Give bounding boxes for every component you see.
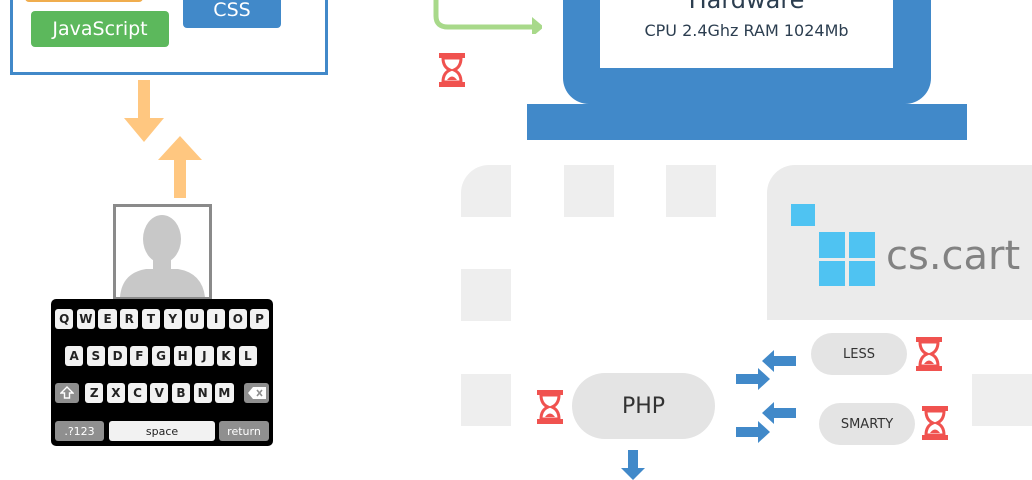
key-g[interactable]: G — [151, 346, 171, 366]
key-k[interactable]: K — [216, 346, 236, 366]
left-arrow-icon — [762, 402, 796, 424]
cs-cart-panel — [767, 165, 1032, 320]
request-response-arrows-icon — [124, 80, 202, 198]
smarty-node: SMARTY — [819, 403, 915, 445]
key-h[interactable]: H — [173, 346, 192, 366]
backspace-icon — [247, 387, 266, 399]
key-j[interactable]: J — [195, 346, 214, 366]
html-pill-clipped — [25, 0, 143, 2]
background-tile — [564, 165, 614, 217]
left-arrow-icon — [762, 350, 796, 372]
key-n[interactable]: N — [193, 383, 212, 403]
key-d[interactable]: D — [108, 346, 127, 366]
key-u[interactable]: U — [185, 309, 204, 329]
background-tile — [461, 269, 511, 321]
user-avatar — [113, 204, 212, 300]
hourglass-icon — [537, 390, 563, 424]
user-silhouette-icon — [120, 215, 205, 297]
right-arrow-icon — [736, 421, 770, 443]
return-key[interactable]: return — [219, 421, 269, 441]
key-r[interactable]: R — [120, 309, 139, 329]
down-arrow-icon — [621, 450, 645, 480]
right-arrow-icon — [736, 368, 770, 390]
up-arrow-icon — [158, 136, 202, 198]
key-f[interactable]: F — [130, 346, 149, 366]
compile-arrows-icon — [736, 350, 796, 443]
key-l[interactable]: L — [238, 346, 257, 366]
hardware-base — [527, 104, 967, 140]
key-y[interactable]: Y — [163, 309, 182, 329]
cs-cart-logo-icon — [791, 204, 875, 286]
key-b[interactable]: B — [171, 383, 191, 403]
key-o[interactable]: O — [228, 309, 247, 329]
hardware-title: Hardware — [688, 0, 805, 14]
javascript-pill: JavaScript — [31, 11, 169, 47]
cs-cart-brand-name: cs.cart — [886, 233, 1021, 279]
key-q[interactable]: Q — [55, 309, 74, 329]
key-c[interactable]: C — [128, 383, 147, 403]
key-s[interactable]: S — [86, 346, 106, 366]
less-node: LESS — [811, 333, 907, 375]
down-arrow-icon — [124, 80, 164, 142]
css-pill: CSS — [183, 0, 281, 28]
key-a[interactable]: A — [65, 346, 84, 366]
key-i[interactable]: I — [206, 309, 226, 329]
background-tile — [461, 374, 511, 426]
backspace-key[interactable] — [244, 383, 269, 403]
key-m[interactable]: M — [215, 383, 234, 403]
background-tile — [666, 165, 716, 217]
background-tile — [461, 165, 511, 217]
php-node: PHP — [572, 373, 715, 439]
key-v[interactable]: V — [150, 383, 169, 403]
shift-icon — [60, 386, 74, 399]
space-key[interactable]: space — [109, 421, 215, 441]
green-connector-arrow-icon — [433, 0, 542, 34]
hourglass-icon — [922, 406, 948, 440]
key-t[interactable]: T — [141, 309, 161, 329]
key-w[interactable]: W — [76, 309, 96, 329]
key-p[interactable]: P — [250, 309, 269, 329]
key-x[interactable]: X — [106, 383, 126, 403]
numbers-key[interactable]: .?123 — [55, 421, 104, 441]
key-e[interactable]: E — [98, 309, 117, 329]
hardware-screen — [600, 0, 893, 68]
hardware-specs: CPU 2.4Ghz RAM 1024Mb — [644, 21, 849, 40]
shift-key[interactable] — [55, 383, 79, 403]
hourglass-icon — [439, 53, 465, 87]
hourglass-icon — [916, 337, 942, 371]
key-z[interactable]: Z — [85, 383, 104, 403]
background-tile — [972, 374, 1032, 426]
